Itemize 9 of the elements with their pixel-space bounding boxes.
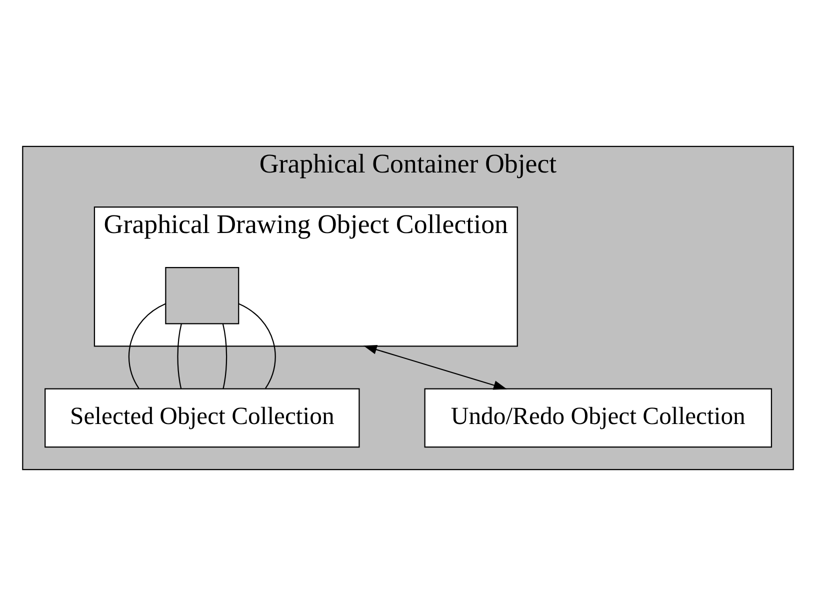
cluster: Graphical Drawing Object Collection <box>93 206 518 346</box>
node-box: Undo/Redo Object Collection <box>424 388 772 448</box>
arrow <box>362 344 507 390</box>
connector <box>222 323 227 388</box>
node-box: Selected Object Collection <box>44 388 360 448</box>
node-box <box>164 266 239 324</box>
connector <box>238 302 276 388</box>
connector <box>128 302 166 388</box>
connector <box>176 323 182 388</box>
